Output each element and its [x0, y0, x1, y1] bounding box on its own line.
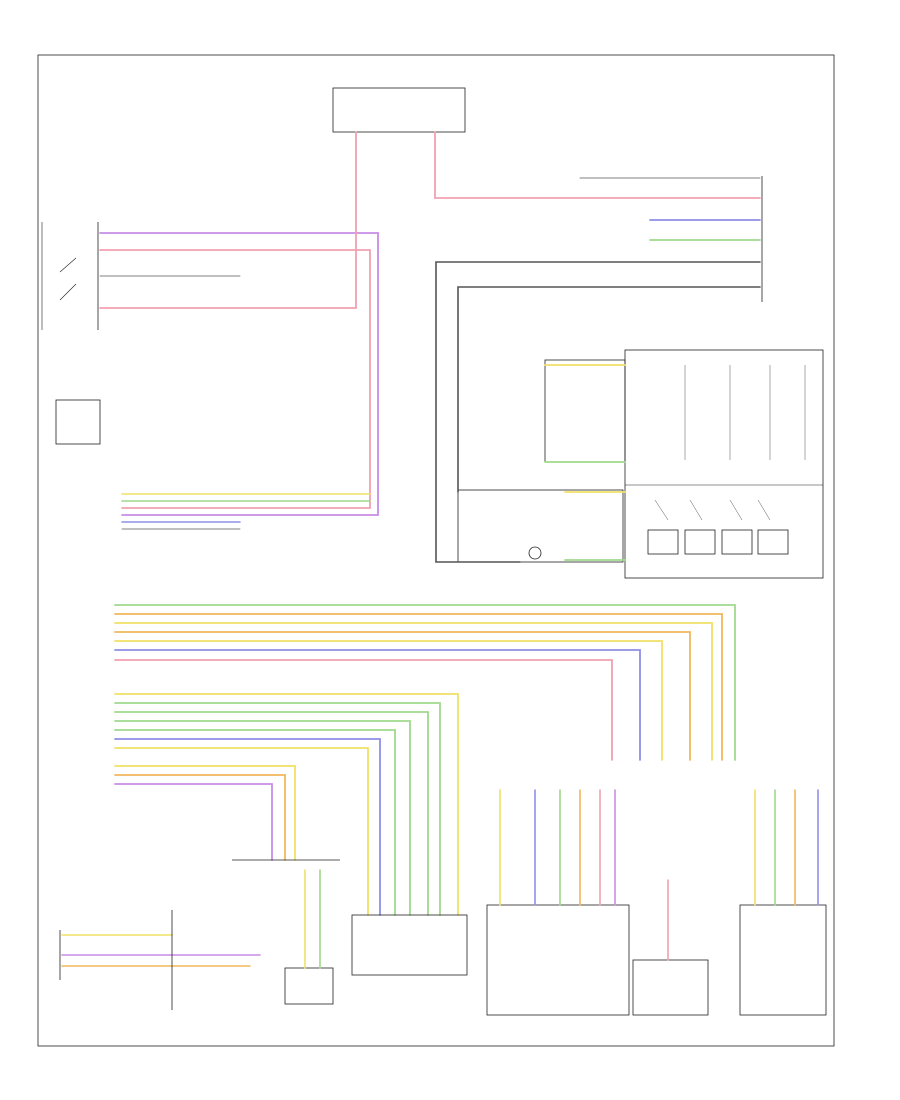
wiring-top-left — [99, 131, 761, 516]
left-switch-module — [41, 222, 99, 330]
bus-wires — [435, 261, 761, 563]
clockspring-module — [457, 359, 626, 563]
steering-wheel-controls — [624, 349, 824, 579]
diagram-frame — [37, 54, 835, 1047]
ipc-connector — [55, 399, 101, 445]
bottom-comp-6 — [632, 789, 827, 1016]
bottom-comp-3 — [232, 859, 340, 1005]
bottom-comp-4 — [351, 914, 468, 976]
wiring-steering — [544, 364, 626, 561]
wiring-ipc-rows — [121, 493, 371, 530]
bottom-comp-1 — [59, 930, 261, 980]
wiring-middle-bus — [114, 604, 736, 761]
wiring-bottom-left — [114, 765, 296, 861]
fuse-box — [332, 87, 466, 133]
bottom-comp-5 — [486, 789, 630, 1016]
wiring-lower-bus — [114, 693, 459, 916]
